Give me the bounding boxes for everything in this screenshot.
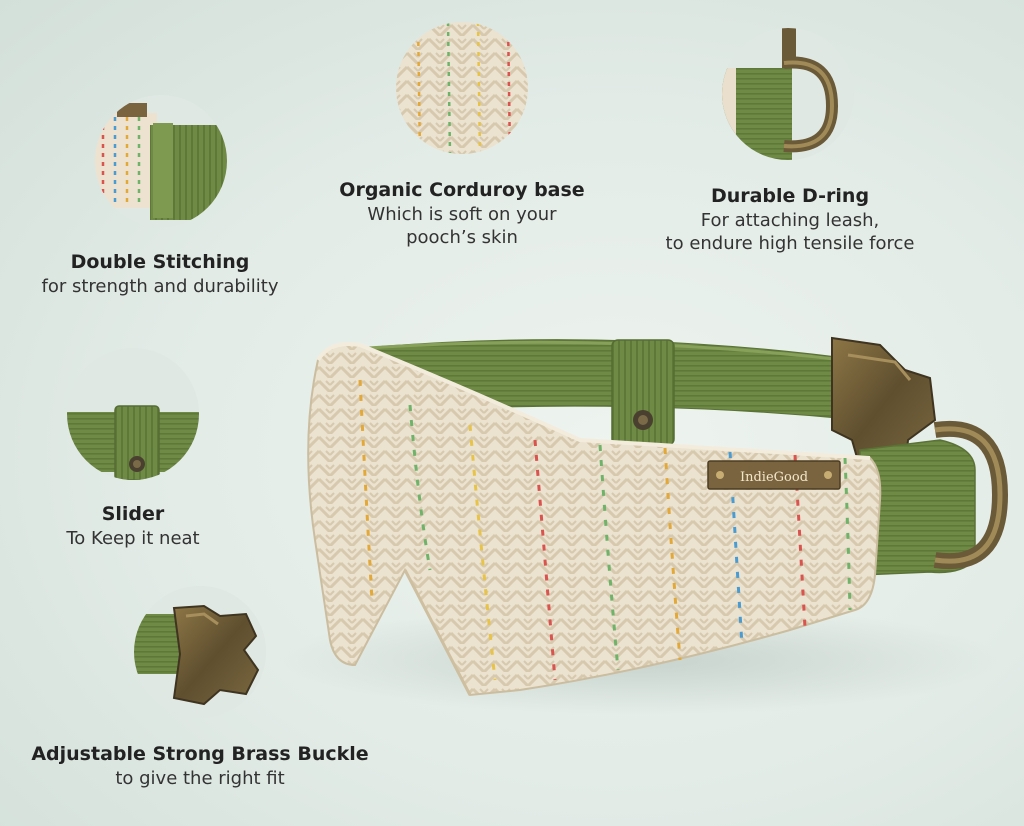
slider-description: To Keep it neat <box>66 527 200 549</box>
slider-caption: Slider To Keep it neat <box>0 502 266 550</box>
corduroy-base-description-line2: pooch’s skin <box>406 227 518 249</box>
d-ring-detail-image <box>722 28 854 160</box>
buckle-description: to give the right fit <box>115 767 285 789</box>
d-ring-title: Durable D-ring <box>710 185 870 207</box>
brand-tag-label: IndieGood <box>740 470 808 485</box>
buckle-caption: Adjustable Strong Brass Buckle to give t… <box>20 742 380 790</box>
double-stitching-description: for strength and durability <box>41 275 279 297</box>
double-stitching-caption: Double Stitching for strength and durabi… <box>0 250 320 298</box>
buckle-title: Adjustable Strong Brass Buckle <box>31 743 369 765</box>
corduroy-base-caption: Organic Corduroy base Which is soft on y… <box>302 178 622 249</box>
double-stitching-detail-image <box>95 95 227 227</box>
d-ring-caption: Durable D-ring For attaching leash, to e… <box>630 184 950 255</box>
buckle-detail-image <box>134 586 266 718</box>
corduroy-base-title: Organic Corduroy base <box>339 179 585 201</box>
d-ring-description-line1: For attaching leash, <box>700 209 880 231</box>
d-ring-description-line2: to endure high tensile force <box>665 233 915 255</box>
double-stitching-title: Double Stitching <box>70 251 250 273</box>
slider-title: Slider <box>101 503 165 525</box>
corduroy-base-description-line1: Which is soft on your <box>367 203 557 225</box>
slider-detail-image <box>67 348 199 480</box>
corduroy-base-detail-image <box>396 22 528 154</box>
